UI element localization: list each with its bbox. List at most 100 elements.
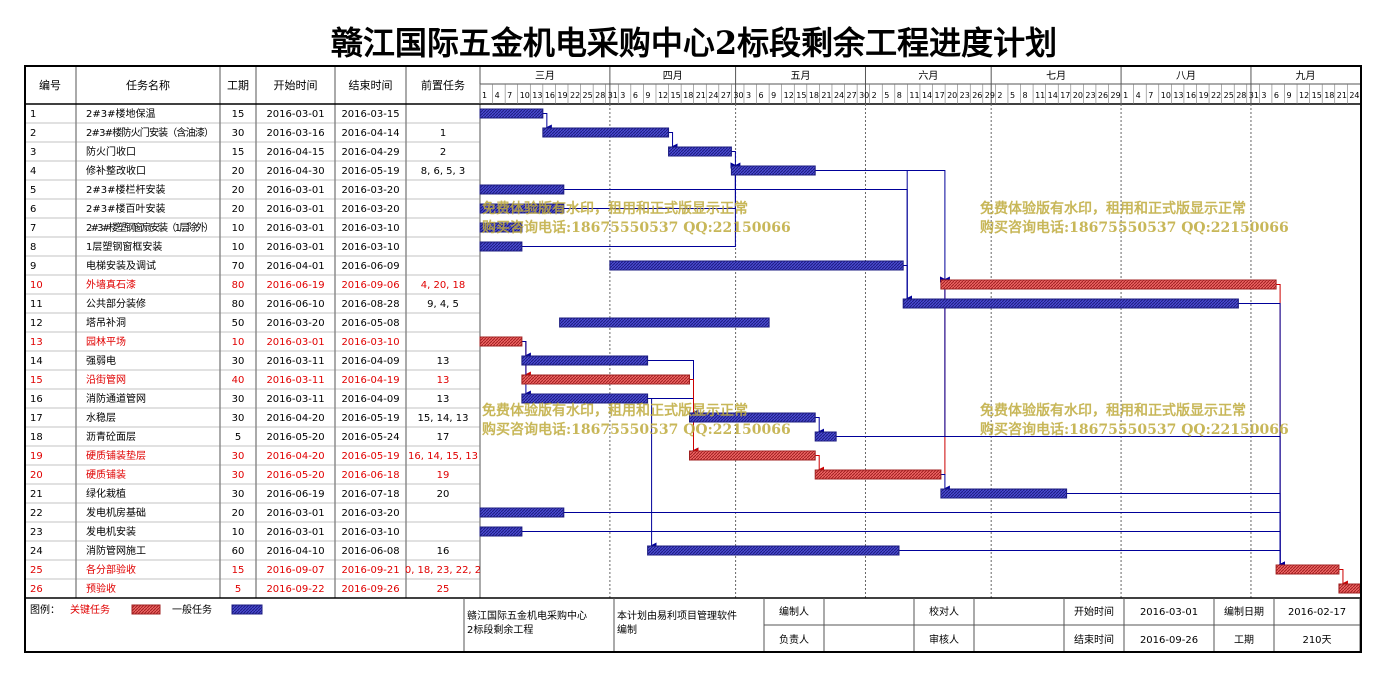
task-start: 2016-03-01: [266, 185, 324, 196]
gantt-bar: [814, 431, 837, 442]
task-end: 2016-03-10: [341, 527, 399, 538]
task-start: 2016-09-07: [266, 565, 324, 576]
day-tick-label: 21: [1337, 91, 1347, 100]
footer-start-value: 2016-03-01: [1140, 607, 1198, 618]
day-tick-label: 21: [821, 91, 831, 100]
task-predecessors: 20: [437, 489, 450, 500]
task-name: 2#3#楼百叶安装: [86, 202, 165, 215]
day-tick-label: 5: [884, 91, 889, 100]
task-end: 2016-06-18: [341, 470, 399, 481]
task-start: 2016-05-20: [266, 432, 324, 443]
task-duration: 40: [232, 375, 245, 386]
task-duration: 30: [232, 413, 245, 424]
task-duration: 80: [232, 280, 245, 291]
task-duration: 10: [232, 223, 245, 234]
task-start: 2016-04-15: [266, 147, 324, 158]
day-tick-label: 12: [658, 91, 668, 100]
gantt-bar: [542, 127, 670, 138]
task-duration: 15: [232, 565, 245, 576]
gantt-bar: [814, 469, 942, 480]
gantt-bar: [940, 279, 1277, 290]
footer-duration-value: 210天: [1302, 635, 1331, 646]
task-duration: 20: [232, 204, 245, 215]
gantt-bar: [479, 507, 565, 518]
day-tick-label: 5: [1010, 91, 1015, 100]
day-tick-label: 10: [520, 91, 530, 100]
day-tick-label: 9: [1286, 91, 1291, 100]
legend-critical-label: 关键任务: [70, 603, 110, 616]
day-tick-label: 23: [960, 91, 970, 100]
column-header-end: 结束时间: [349, 79, 393, 92]
task-name: 沥青砼面层: [86, 430, 136, 443]
task-name: 水稳层: [86, 411, 116, 424]
task-id: 12: [30, 318, 43, 329]
footer-date-value: 2016-02-17: [1288, 607, 1346, 618]
gantt-bar: [647, 545, 900, 556]
dependency-link: [689, 379, 699, 454]
task-id: 15: [30, 375, 43, 386]
day-tick-label: 24: [834, 91, 844, 100]
task-predecessors: 15, 14, 13: [418, 413, 469, 424]
day-tick-label: 11: [909, 91, 919, 100]
task-end: 2016-05-19: [341, 166, 399, 177]
task-start: 2016-04-20: [266, 451, 324, 462]
day-tick-label: 16: [1186, 91, 1196, 100]
day-tick-label: 24: [1349, 91, 1359, 100]
task-duration: 30: [232, 489, 245, 500]
day-tick-label: 1: [482, 91, 487, 100]
gantt-bar: [521, 374, 690, 385]
day-tick-label: 8: [1023, 91, 1028, 100]
task-id: 26: [30, 584, 43, 595]
gantt-bar: [689, 412, 816, 423]
task-start: 2016-06-19: [266, 280, 324, 291]
day-tick-label: 31: [1249, 91, 1259, 100]
day-tick-label: 27: [721, 91, 731, 100]
gantt-bar: [479, 336, 523, 347]
footer-start-label: 开始时间: [1074, 605, 1114, 618]
dependency-link: [815, 455, 825, 473]
day-tick-label: 17: [935, 91, 945, 100]
task-name: 发电机房基础: [86, 506, 146, 519]
day-tick-label: 7: [1148, 91, 1153, 100]
task-duration: 10: [232, 242, 245, 253]
task-name: 防火门收口: [86, 145, 136, 158]
dependency-link: [940, 474, 950, 492]
task-predecessors: 13: [437, 394, 450, 405]
task-name: 1层塑钢窗框安装: [86, 240, 162, 253]
task-name: 强弱电: [86, 354, 116, 367]
task-predecessors: 4, 20, 18: [421, 280, 466, 291]
day-tick-label: 19: [557, 91, 567, 100]
task-predecessors: 0, 18, 23, 22, 2: [405, 565, 481, 576]
day-tick-label: 23: [1085, 91, 1095, 100]
dependency-link: [1338, 569, 1348, 587]
footer-software: 本计划由易利项目管理软件: [617, 609, 737, 622]
task-id: 8: [30, 242, 36, 253]
task-id: 20: [30, 470, 43, 481]
footer-software-cont: 编制: [617, 623, 637, 636]
task-start: 2016-03-01: [266, 508, 324, 519]
task-id: 9: [30, 261, 36, 272]
day-tick-label: 18: [1324, 91, 1334, 100]
day-tick-label: 2: [872, 91, 877, 100]
task-name: 消防通道管网: [86, 392, 146, 405]
task-duration: 50: [232, 318, 245, 329]
task-duration: 15: [232, 147, 245, 158]
task-id: 10: [30, 280, 43, 291]
gantt-bar: [1275, 564, 1340, 575]
task-name: 园林平场: [86, 335, 126, 348]
dependency-link: [647, 398, 657, 549]
gantt-bar: [668, 146, 732, 157]
task-name: 2#3#楼栏杆安装: [86, 183, 165, 196]
day-tick-label: 26: [972, 91, 982, 100]
task-predecessors: 9, 4, 5: [427, 299, 459, 310]
task-id: 13: [30, 337, 43, 348]
gantt-bar: [479, 184, 565, 195]
footer-end-label: 结束时间: [1074, 633, 1114, 646]
day-tick-label: 13: [1173, 91, 1183, 100]
task-predecessors: 8, 6, 5, 3: [421, 166, 466, 177]
watermark: 免费体验版有水印，租用和正式版显示正常购买咨询电话:18675550537 QQ…: [482, 201, 791, 236]
day-tick-label: 14: [922, 91, 932, 100]
day-tick-label: 6: [759, 91, 764, 100]
task-id: 18: [30, 432, 43, 443]
gantt-bar: [689, 450, 816, 461]
